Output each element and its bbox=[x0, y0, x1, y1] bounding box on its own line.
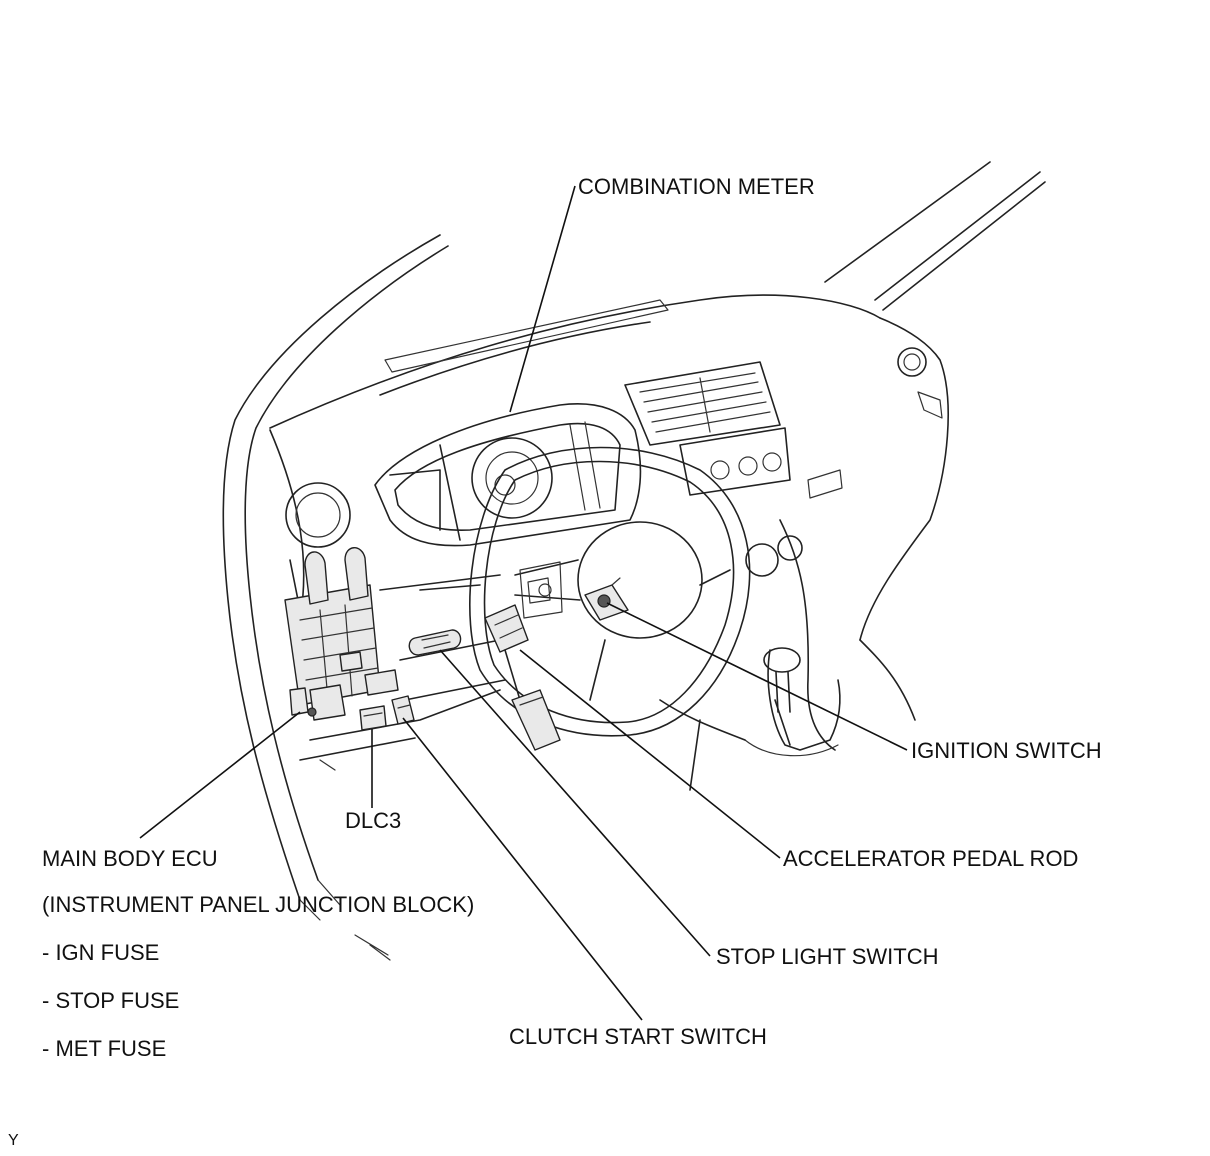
label-stop-fuse: - STOP FUSE bbox=[42, 988, 180, 1013]
clutch-start-switch-part bbox=[391, 695, 415, 725]
stop-light-switch-part bbox=[408, 629, 462, 656]
label-clutch-start-switch: CLUTCH START SWITCH bbox=[509, 1024, 767, 1049]
leader-clutch-start-switch bbox=[402, 717, 643, 1021]
instrument-cluster bbox=[374, 403, 642, 547]
leader-combination-meter bbox=[509, 185, 576, 413]
leader-accelerator-pedal-rod bbox=[519, 649, 781, 859]
ignition-switch-part bbox=[584, 577, 629, 621]
lower-dash bbox=[285, 482, 506, 771]
label-ignition-switch: IGNITION SWITCH bbox=[911, 738, 1102, 763]
dlc3-connector bbox=[359, 705, 387, 731]
dashboard-top bbox=[269, 161, 1046, 641]
main-body-ecu-junction-block bbox=[284, 547, 399, 721]
label-met-fuse: - MET FUSE bbox=[42, 1036, 167, 1061]
center-stack bbox=[624, 361, 843, 757]
leader-ignition-switch bbox=[606, 602, 908, 751]
label-main-body-ecu: MAIN BODY ECU bbox=[42, 846, 218, 871]
leader-lines bbox=[139, 185, 908, 1021]
label-instrument-panel-junction-block: (INSTRUMENT PANEL JUNCTION BLOCK) bbox=[42, 892, 475, 917]
corner-code: Y bbox=[8, 1132, 19, 1149]
a-pillar bbox=[222, 234, 449, 961]
steering-wheel bbox=[469, 446, 751, 737]
accelerator-pedal bbox=[484, 604, 561, 751]
leader-stop-light-switch bbox=[439, 649, 711, 957]
label-ign-fuse: - IGN FUSE bbox=[42, 940, 160, 965]
label-combination-meter: COMBINATION METER bbox=[578, 174, 815, 199]
label-accelerator-pedal-rod: ACCELERATOR PEDAL ROD bbox=[783, 846, 1079, 871]
label-stop-light-switch: STOP LIGHT SWITCH bbox=[716, 944, 939, 969]
label-dlc3: DLC3 bbox=[345, 808, 402, 833]
leader-main-body-ecu bbox=[139, 711, 301, 839]
right-side bbox=[659, 639, 916, 791]
